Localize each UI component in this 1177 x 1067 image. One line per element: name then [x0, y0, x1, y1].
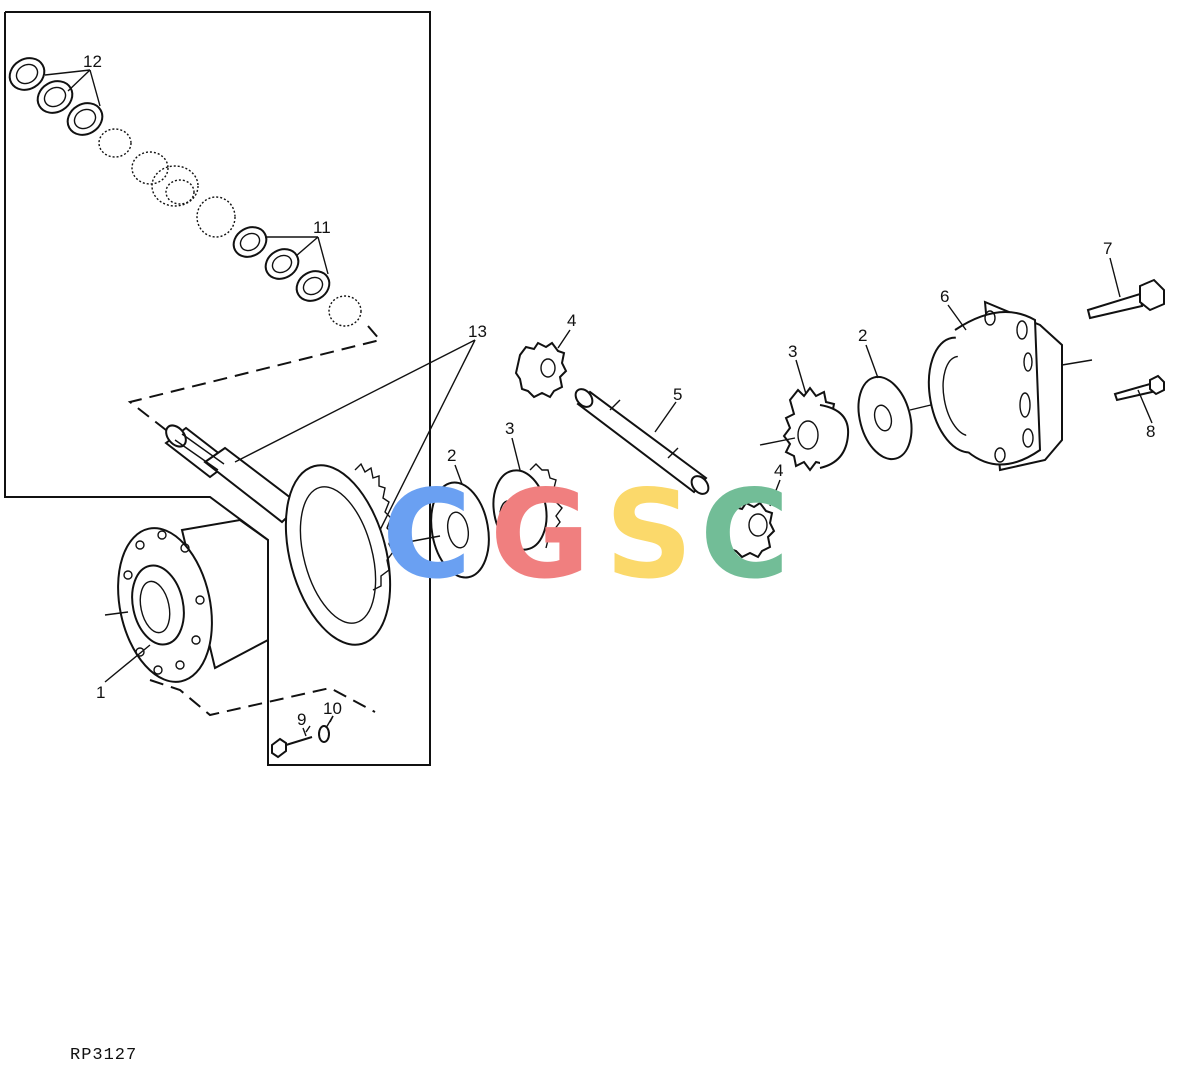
callout-11: 11	[313, 218, 331, 237]
callout-8: 8	[1146, 422, 1155, 441]
callout-2-right: 2	[858, 326, 867, 345]
cross-shaft	[574, 388, 710, 495]
callout-12: 12	[83, 52, 102, 71]
assembly-path-upper	[127, 325, 382, 438]
watermark-letter-4: C	[700, 464, 790, 606]
inset-frame	[4, 11, 431, 766]
callout-3-left: 3	[505, 419, 514, 438]
watermark-letter-2: G	[490, 464, 590, 606]
differential-case	[104, 518, 269, 683]
side-gear-left	[492, 463, 563, 551]
callout-7: 7	[1103, 239, 1112, 258]
callout-4-bottom: 4	[774, 461, 783, 480]
callout-9: 9	[297, 710, 306, 729]
thrust-washer-right	[857, 375, 961, 461]
bearing-cups-12	[8, 57, 104, 136]
ring-gear	[284, 462, 394, 646]
callout-13: 13	[468, 322, 487, 341]
bearing-cups-11	[232, 226, 331, 302]
thrust-washer-left	[391, 481, 490, 579]
callout-4-top: 4	[567, 311, 576, 330]
assembly-path-lower	[149, 679, 376, 717]
callout-5: 5	[673, 385, 682, 404]
callout-6: 6	[940, 287, 949, 306]
bolt-7	[1086, 278, 1165, 320]
callouts: 12 11 13 4 5 2 3 3 2 4 6 7 8 1 9 10	[83, 52, 1155, 729]
side-gear-right	[759, 386, 850, 472]
figure-reference: RP3127	[70, 1046, 138, 1065]
leader-lines	[44, 69, 1153, 737]
callout-3-right: 3	[788, 342, 797, 361]
dotted-components	[98, 128, 362, 327]
pinion-gear-top	[514, 341, 568, 399]
pinion-gear-bottom	[722, 501, 776, 559]
callout-2-left: 2	[447, 446, 456, 465]
callout-10: 10	[323, 699, 342, 718]
watermark-letter-1: C	[382, 464, 472, 606]
callout-1: 1	[96, 683, 105, 702]
watermark-logo: C G S C	[382, 464, 790, 606]
screw-8	[1113, 374, 1165, 402]
watermark-letter-3: S	[605, 464, 693, 606]
case-half	[927, 300, 1093, 472]
pinion-shaft	[164, 424, 302, 524]
